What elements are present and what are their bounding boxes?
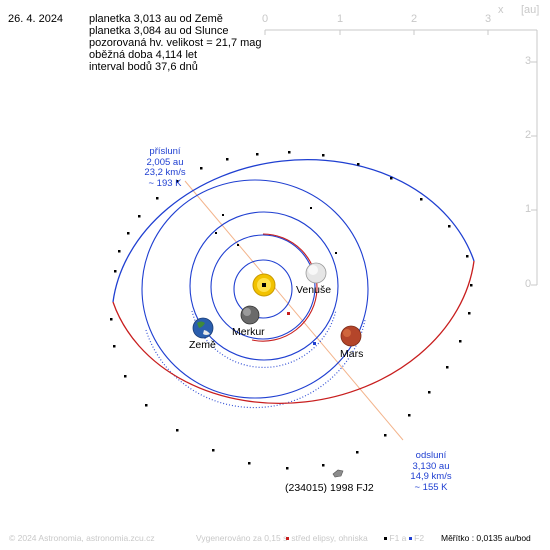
aphelion-temp: ~ 155 K: [414, 481, 448, 493]
orbit-point-markers: [110, 151, 473, 470]
copyright: © 2024 Astronomia, astronomia.zcu.cz: [9, 533, 155, 543]
aphelion-speed: 14,9 km/s: [410, 471, 452, 482]
legend-center: střed elipsy, ohniska: [286, 533, 368, 543]
mercury-icon: [240, 305, 260, 325]
mercury-orbit: [233, 259, 293, 319]
scale-label: Měřítko : 0,0135 au/bod: [441, 533, 531, 543]
legend-center-label: střed elipsy, ohniska: [291, 533, 368, 543]
x-axis-label: x: [498, 4, 504, 16]
mars-orbit: [141, 179, 369, 399]
legend-focus: F1 a F2: [384, 533, 424, 543]
generation-time: Vygenerováno za 0,15 s: [196, 533, 288, 543]
venus-icon: [305, 262, 327, 284]
red-inner-arc: [251, 233, 318, 342]
info-interval: interval bodů 37,6 dnů: [89, 61, 198, 73]
venus-label: Venuše: [296, 284, 332, 296]
x-tick-0: 0: [262, 13, 269, 25]
legend-f2-label: F2: [414, 533, 425, 543]
aphelion-label: odsluní 3,130 au 14,9 km/s ~ 155 K: [403, 450, 459, 493]
info-distance-sun: planetka 3,084 au od Slunce: [89, 25, 229, 37]
date-label: 26. 4. 2024: [8, 13, 64, 25]
x-tick-3: 3: [485, 13, 492, 25]
perihelion-temp: ~ 193 K: [148, 177, 182, 189]
apsis-line: [184, 180, 404, 441]
earth-icon: [192, 317, 214, 339]
perihelion-speed: 23,2 km/s: [144, 167, 186, 178]
x-tick-1: 1: [337, 13, 344, 25]
perihelion-distance: 2,005 au: [146, 156, 184, 168]
x-tick-2: 2: [411, 13, 418, 25]
axis-unit: [au]: [521, 4, 540, 16]
mars-icon: [340, 325, 362, 347]
venus-orbit: [210, 234, 316, 340]
y-tick-2: 2: [525, 129, 532, 141]
earth-orbit: [189, 211, 339, 361]
focus-f2-marker: [313, 342, 316, 345]
planet-orbit-markers: [215, 207, 337, 254]
axes: [264, 29, 538, 286]
info-magnitude: pozorovaná hv. velikost = 21,7 mag: [89, 37, 262, 49]
legend-f1-label: F1 a: [389, 533, 407, 543]
y-tick-1: 1: [525, 203, 532, 215]
sun-icon: [252, 273, 276, 297]
y-tick-3: 3: [525, 55, 532, 67]
asteroid-icon: [332, 469, 344, 478]
mars-label: Mars: [340, 348, 364, 360]
ellipse-center-marker: [287, 312, 290, 315]
perihelion-label: přísluní 2,005 au 23,2 km/s ~ 193 K: [137, 146, 193, 189]
asteroid-orbit-near: [112, 159, 475, 303]
perihelion-title: přísluní: [149, 146, 181, 157]
y-tick-0: 0: [525, 278, 532, 290]
aphelion-distance: 3,130 au: [412, 460, 450, 472]
mercury-label: Merkur: [232, 326, 265, 338]
asteroid-orbit-far: [112, 260, 475, 404]
asteroid-label: (234015) 1998 FJ2: [285, 482, 374, 494]
earth-label: Země: [189, 339, 216, 351]
aphelion-title: odsluní: [415, 450, 447, 461]
info-period: oběžná doba 4,114 let: [89, 49, 198, 61]
info-distance-earth: planetka 3,013 au od Země: [89, 13, 223, 25]
